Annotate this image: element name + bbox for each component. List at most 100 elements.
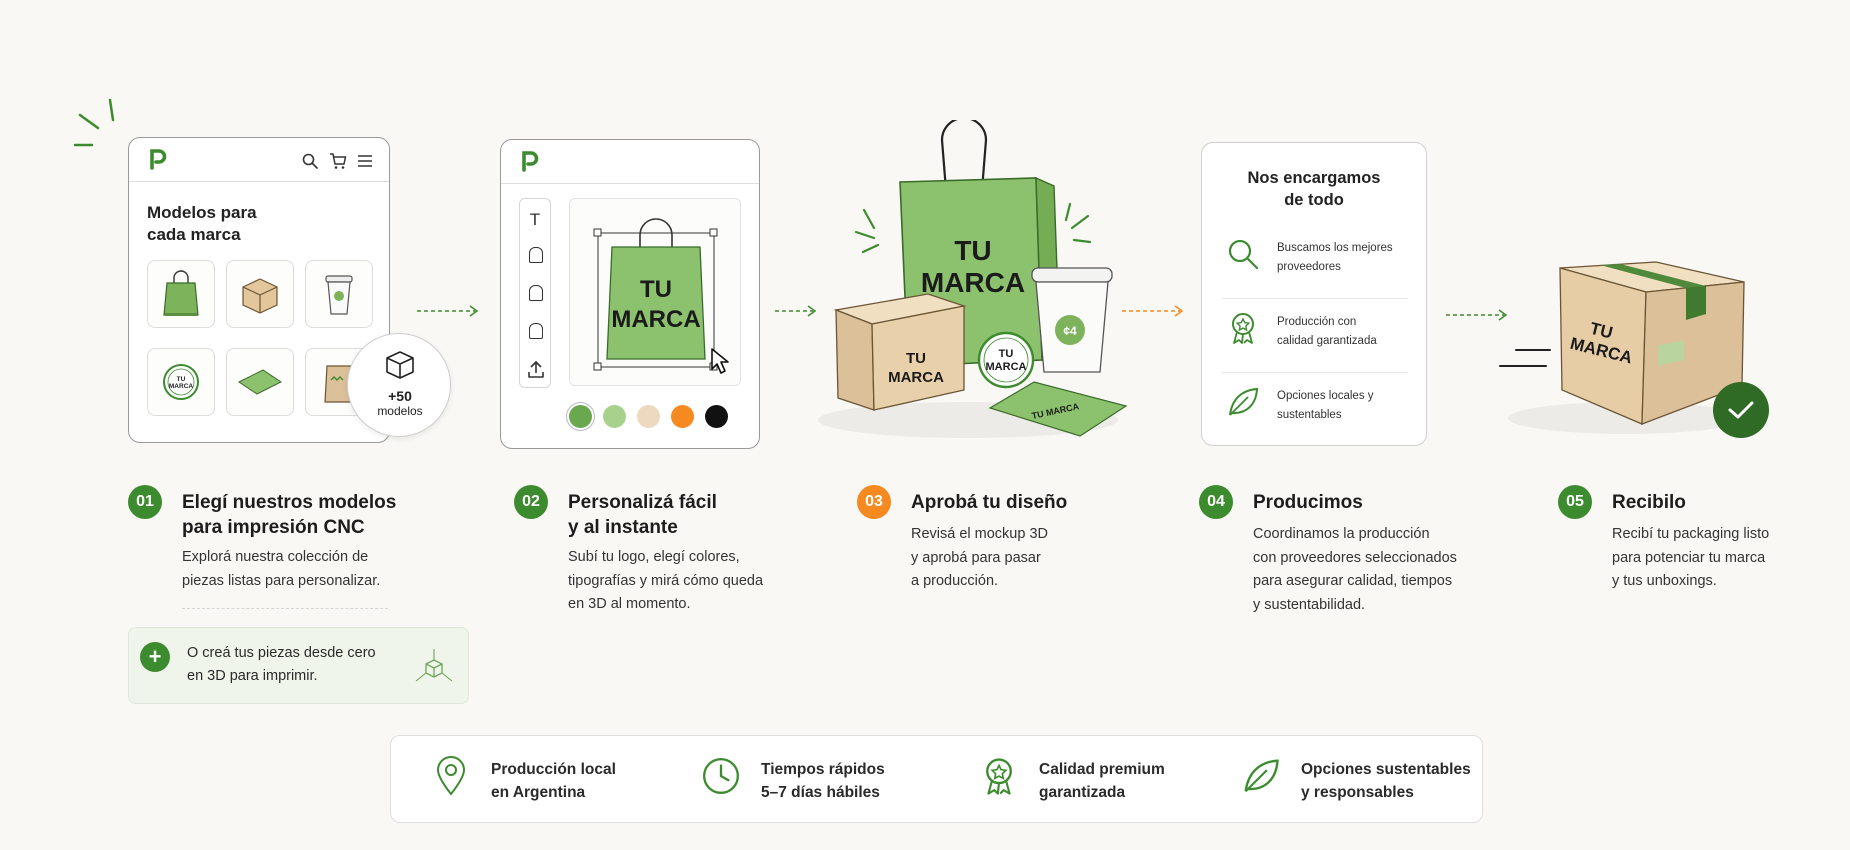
color-swatches — [569, 402, 741, 432]
thumb-bag[interactable] — [147, 260, 215, 328]
step-description: Revisá el mockup 3D y aprobá para pasar … — [911, 526, 1048, 589]
thumb-cup[interactable] — [305, 260, 373, 328]
brand-logo-icon — [522, 151, 539, 172]
step-title: Aprobá tu diseño — [911, 492, 1068, 513]
step-number-badge: 03 — [857, 485, 891, 519]
box-icon — [242, 278, 278, 314]
boxes-icon — [386, 351, 414, 379]
features-bar: Producción local en Argentina Tiempos ráp… — [390, 735, 1483, 823]
editor-toolbar: T — [519, 198, 551, 388]
step-number-badge: 02 — [514, 485, 548, 519]
brand-logo-icon — [150, 149, 167, 170]
service-label: Buscamos los mejores proveedores — [1277, 242, 1393, 273]
svg-text:TU: TU — [1588, 319, 1615, 343]
svg-text:TU: TU — [999, 348, 1014, 360]
feature-item: Tiempos rápidos 5–7 días hábiles — [701, 736, 941, 824]
shape-tool-icon[interactable] — [529, 247, 543, 263]
svg-text:MARCA: MARCA — [921, 267, 1025, 298]
color-swatch[interactable] — [569, 405, 592, 428]
bag-text-marca: MARCA — [611, 306, 700, 333]
flow-arrow-3 — [1122, 305, 1184, 317]
award-icon — [1226, 311, 1260, 350]
badge-count: +50 — [388, 388, 412, 404]
svg-text:TU: TU — [954, 235, 991, 266]
flow-arrow-2 — [775, 305, 817, 317]
svg-text:¢4: ¢4 — [1063, 324, 1077, 338]
search-icon — [1226, 237, 1260, 276]
divider — [182, 608, 388, 609]
feature-label: Producción local en Argentina — [491, 761, 616, 801]
color-swatch[interactable] — [603, 405, 626, 428]
features-list: Producción local en Argentina Tiempos ráp… — [391, 736, 1482, 824]
delivery-box-illustration: TU MARCA — [1499, 261, 1745, 434]
mockup-illustration: TU MARCA TU MARCA ¢4 TU MARCA TU MARCA — [818, 120, 1128, 438]
upload-icon[interactable] — [527, 359, 545, 379]
step-description: Subí tu logo, elegí colores, tipografías… — [568, 549, 764, 612]
check-icon — [1713, 382, 1769, 438]
thumb-card[interactable] — [226, 348, 294, 416]
card-icon — [238, 369, 282, 395]
service-label: Producción con calidad garantizada — [1277, 316, 1377, 347]
service-item: Buscamos los mejores proveedores — [1222, 225, 1408, 299]
thumb-box[interactable] — [226, 260, 294, 328]
models-count-badge[interactable]: +50 modelos — [347, 333, 451, 437]
color-swatch[interactable] — [705, 405, 728, 428]
shopping-bag-icon — [163, 270, 199, 316]
bag-text-tu: TU — [640, 276, 672, 303]
menu-icon[interactable] — [357, 153, 373, 169]
bag-preview: TU MARCA — [593, 218, 718, 371]
feature-label: Opciones sustentables y responsables — [1301, 761, 1471, 801]
services-card: Nos encargamos de todo Buscamos los mejo… — [1201, 142, 1427, 446]
award-icon — [979, 756, 1019, 801]
step-title: Personalizá fácil y al instante — [568, 492, 717, 538]
service-label: Opciones locales y sustentables — [1277, 390, 1374, 421]
text-tool-icon[interactable]: T — [529, 210, 541, 229]
clock-icon — [701, 756, 741, 801]
color-swatch[interactable] — [637, 405, 660, 428]
cube-3d-icon — [415, 649, 453, 682]
cursor-icon — [711, 348, 729, 374]
thumb-sticker[interactable]: TU MARCA — [147, 348, 215, 416]
svg-text:TU: TU — [177, 376, 186, 383]
flow-arrow-1 — [417, 305, 479, 317]
cup-icon — [325, 275, 353, 315]
step-title: Producimos — [1253, 492, 1363, 513]
feature-item: Calidad premium garantizada — [979, 736, 1219, 824]
flow-arrow-4 — [1446, 309, 1508, 321]
svg-text:MARCA: MARCA — [888, 369, 944, 386]
svg-text:MARCA: MARCA — [986, 361, 1027, 373]
shape-tool-icon[interactable] — [529, 285, 543, 301]
plus-icon[interactable]: + — [140, 642, 170, 672]
catalog-title: Modelos para cada marca — [147, 203, 257, 244]
svg-text:TU: TU — [906, 350, 926, 367]
design-canvas[interactable]: TU MARCA — [569, 198, 741, 386]
editor-header — [501, 140, 759, 184]
feature-item: Opciones sustentables y responsables — [1241, 736, 1481, 824]
leaf-icon — [1241, 756, 1281, 801]
location-pin-icon — [431, 756, 471, 801]
service-item: Producción con calidad garantizada — [1222, 299, 1408, 373]
step-number-badge: 04 — [1199, 485, 1233, 519]
step-title: Elegí nuestros modelos para impresión CN… — [182, 492, 397, 538]
create-3d-box[interactable]: + O creá tus piezas desde cero en 3D par… — [128, 627, 469, 704]
card-header — [129, 138, 389, 182]
cart-icon[interactable] — [329, 152, 347, 170]
service-item: Opciones locales y sustentables — [1222, 373, 1408, 445]
step-description: Recibí tu packaging listo para potenciar… — [1612, 526, 1770, 589]
feature-label: Tiempos rápidos 5–7 días hábiles — [761, 761, 885, 801]
sticker-icon: TU MARCA — [163, 364, 199, 400]
create-3d-text: O creá tus piezas desde cero en 3D para … — [187, 645, 376, 684]
badge-label: modelos — [377, 404, 423, 418]
step-number-badge: 05 — [1558, 485, 1592, 519]
feature-label: Calidad premium garantizada — [1039, 761, 1165, 801]
search-icon[interactable] — [301, 152, 319, 170]
services-title: Nos encargamos de todo — [1247, 169, 1381, 209]
color-swatch[interactable] — [671, 405, 694, 428]
svg-text:MARCA: MARCA — [169, 383, 193, 390]
shape-tool-icon[interactable] — [529, 323, 543, 339]
step-title: Recibilo — [1612, 492, 1686, 513]
sparkle-icon — [73, 98, 115, 147]
step-description: Coordinamos la producción con proveedore… — [1253, 526, 1457, 613]
step-number-badge: 01 — [128, 485, 162, 519]
